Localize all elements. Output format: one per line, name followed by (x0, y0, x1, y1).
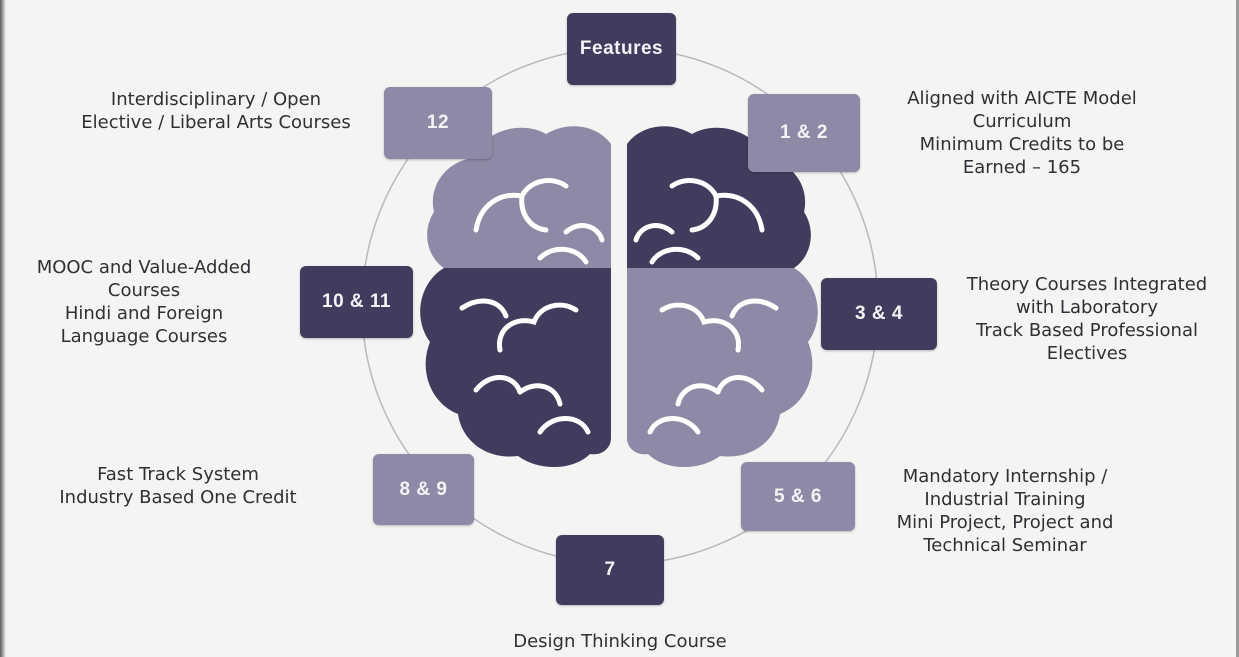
label-line: Electives (1046, 343, 1128, 364)
label-7: Design Thinking Course (470, 630, 770, 653)
label-line: Design Thinking Course (513, 631, 727, 652)
label-line: Curriculum (972, 111, 1072, 132)
brain-icon (420, 126, 818, 468)
brain-folds (459, 178, 779, 435)
label-5-6: Mandatory Internship / Industrial Traini… (860, 465, 1150, 557)
label-line: Mandatory Internship / (902, 466, 1108, 487)
features-box: Features (567, 13, 676, 85)
box-1-2-label: 1 & 2 (780, 122, 828, 143)
label-line: Aligned with AICTE Model (907, 88, 1137, 109)
brain-left-lower (420, 268, 611, 468)
box-8-9-label: 8 & 9 (399, 478, 448, 500)
brain-right-lower (627, 268, 818, 468)
label-line: with Laboratory (1016, 297, 1158, 318)
label-line: Hindi and Foreign (64, 303, 224, 324)
box-12-label: 12 (426, 112, 450, 133)
label-line: MOOC and Value-Added (36, 257, 252, 278)
label-line: Industrial Training (924, 489, 1086, 510)
label-12: Interdisciplinary / Open Elective / Libe… (60, 88, 372, 134)
label-line: Industry Based One Credit (59, 487, 297, 508)
label-line: Elective / Liberal Arts Courses (81, 112, 351, 133)
box-5-6: 5 & 6 (741, 462, 855, 531)
box-3-4-label: 3 & 4 (855, 303, 903, 324)
left-scan-edge (0, 0, 6, 657)
box-10-11: 10 & 11 (300, 266, 413, 338)
box-8-9: 8 & 9 (373, 454, 474, 525)
label-line: Courses (107, 280, 181, 301)
label-3-4: Theory Courses Integrated with Laborator… (938, 273, 1236, 365)
label-line: Earned – 165 (962, 157, 1082, 178)
label-line: Interdisciplinary / Open (110, 89, 322, 110)
label-line: Track Based Professional (976, 320, 1198, 341)
label-line: Language Courses (60, 326, 228, 347)
label-line: Mini Project, Project and (896, 512, 1114, 533)
label-line: Minimum Credits to be (919, 134, 1125, 155)
label-10-11: MOOC and Value-Added Courses Hindi and F… (4, 256, 284, 348)
label-line: Fast Track System (97, 464, 259, 485)
label-1-2: Aligned with AICTE Model Curriculum Mini… (872, 87, 1172, 179)
box-3-4: 3 & 4 (821, 278, 937, 350)
box-7: 7 (556, 535, 664, 605)
right-scan-edge (1236, 0, 1239, 657)
features-box-label: Features (579, 38, 664, 59)
label-8-9: Fast Track System Industry Based One Cre… (28, 463, 328, 509)
box-7-label: 7 (604, 559, 616, 580)
label-line: Technical Seminar (923, 535, 1087, 556)
label-line: Theory Courses Integrated (966, 274, 1208, 295)
box-10-11-label: 10 & 11 (322, 291, 391, 312)
box-1-2: 1 & 2 (748, 94, 860, 172)
box-5-6-label: 5 & 6 (774, 485, 822, 507)
box-12: 12 (384, 87, 492, 159)
